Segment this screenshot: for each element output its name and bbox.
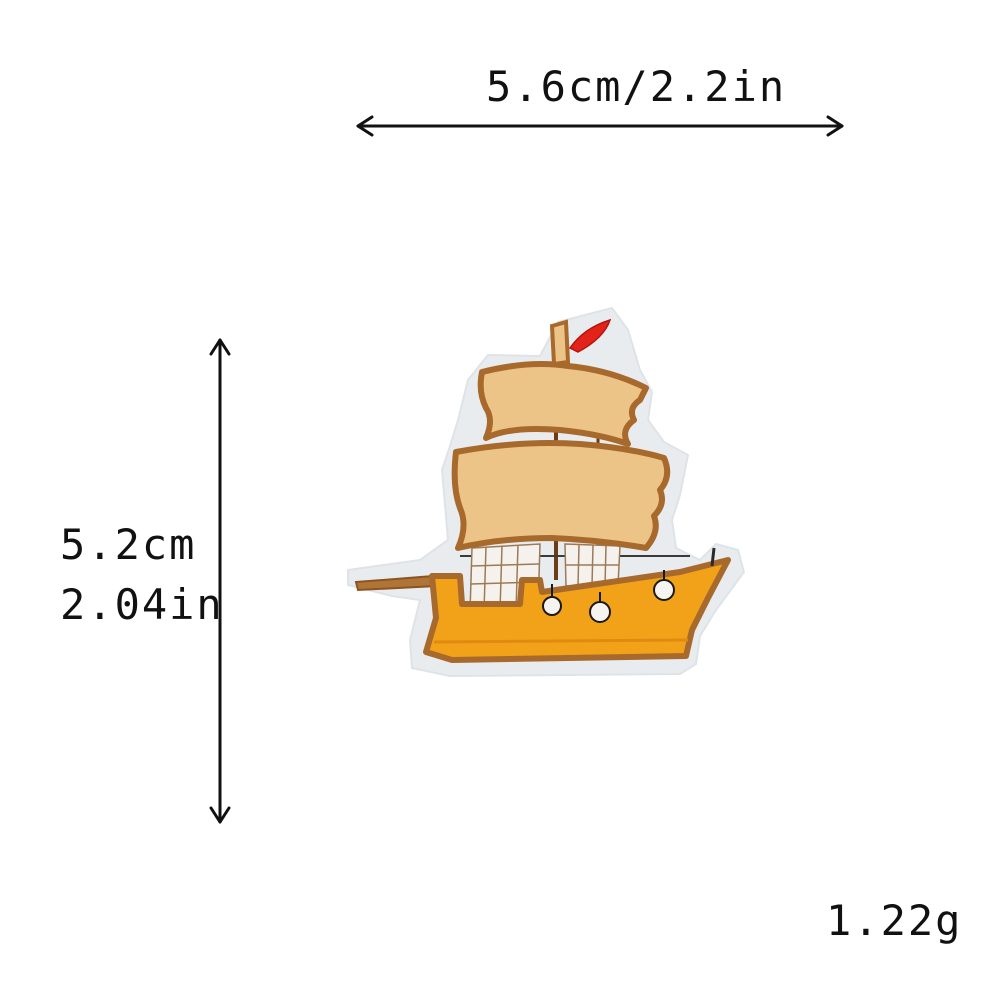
red-flag-icon — [568, 318, 612, 353]
portholes — [542, 570, 675, 623]
width-arrow-icon — [356, 115, 844, 137]
mast-top — [549, 319, 571, 367]
hull-stripe — [433, 638, 689, 644]
height-arrow-icon — [209, 338, 231, 824]
upper-sail — [477, 361, 649, 447]
ship-hull — [423, 557, 731, 663]
width-dimension-label: 5.6cm/2.2in — [486, 62, 787, 111]
height-dimension-in-label: 2.04in — [60, 580, 224, 629]
weight-label: 1.22g — [826, 896, 963, 945]
rigging-net-lines — [470, 544, 619, 612]
lower-sail — [451, 440, 671, 551]
stern-post — [710, 547, 716, 567]
height-dimension-cm-label: 5.2cm — [60, 520, 197, 569]
